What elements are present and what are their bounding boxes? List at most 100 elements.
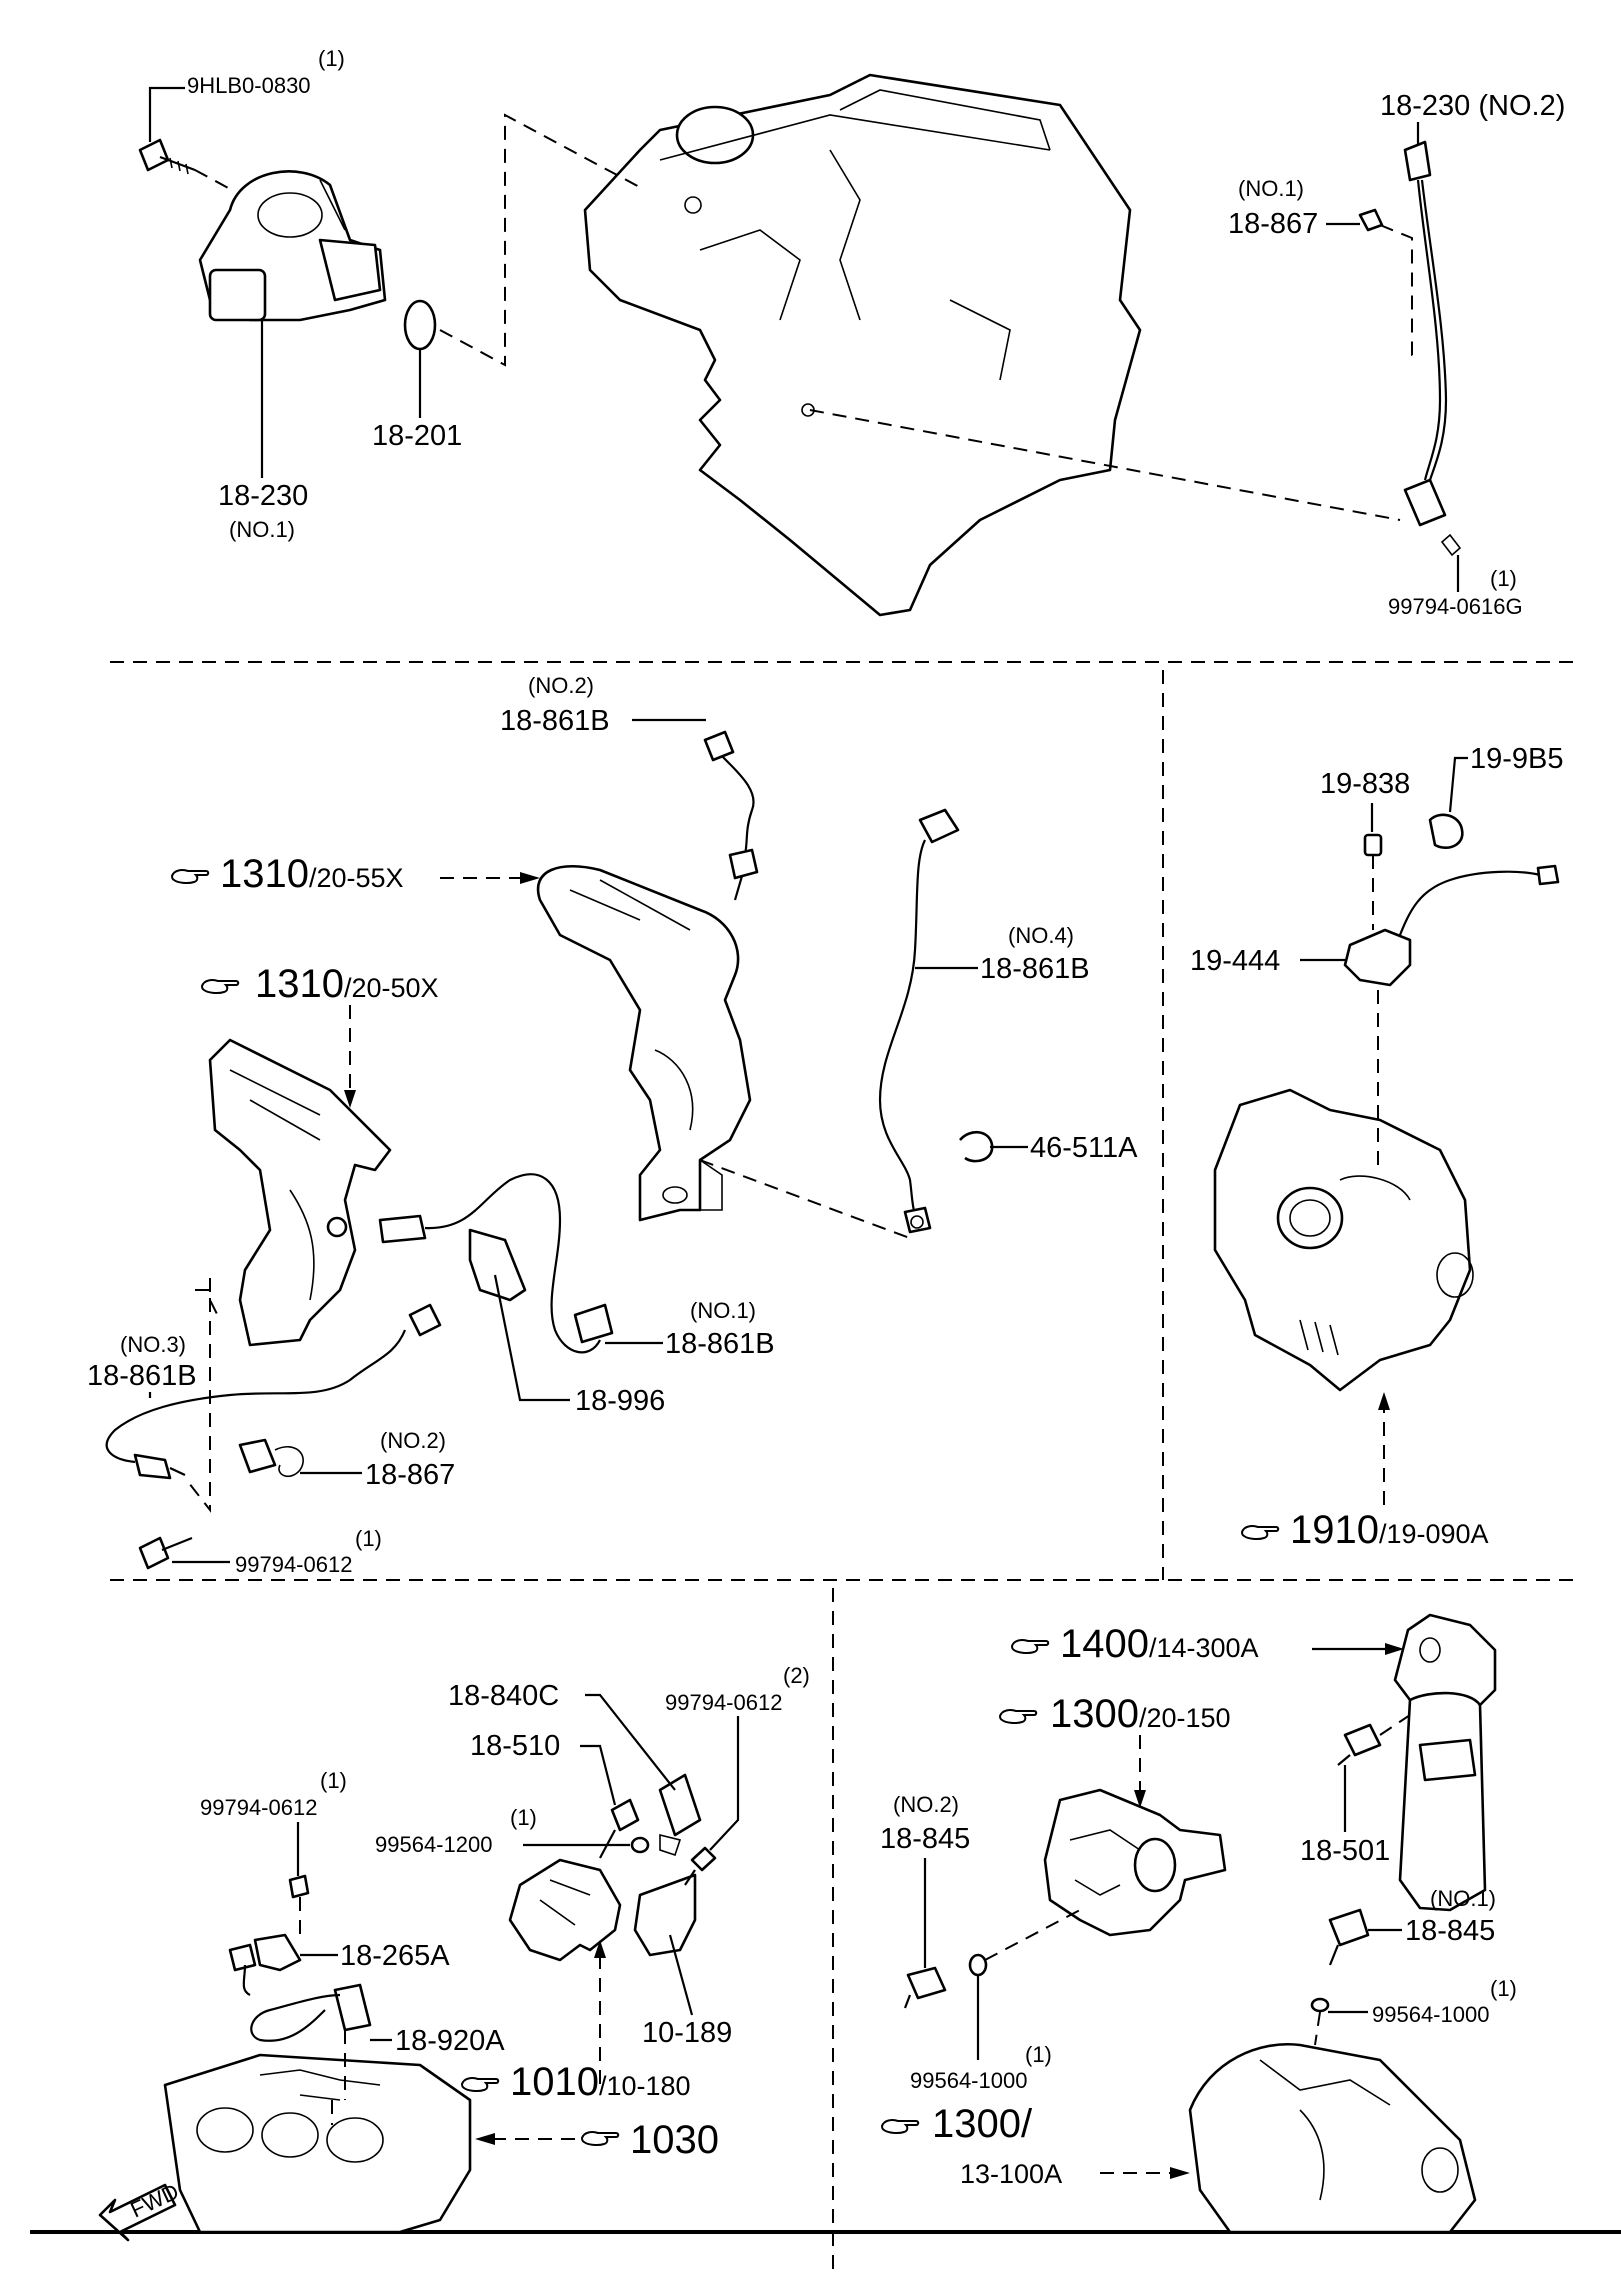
gasket-99564-1200 [630,1836,650,1854]
svg-text:18-861B: 18-861B [980,953,1090,985]
label-ref-1310-20-50x[interactable]: 1310/20-50X [201,962,439,1108]
label-ref-1030[interactable]: 1030 [475,2118,719,2162]
label-19-9b5: 19-9B5 [1448,743,1564,813]
clip-46-511a [959,1131,994,1163]
label-18-861b-no1: (NO.1) 18-861B [605,1298,775,1360]
svg-text:99794-0612: 99794-0612 [200,1795,317,1820]
label-ref-1400-14-300a[interactable]: 1400/14-300A [1011,1622,1404,1666]
svg-text:(1): (1) [355,1526,382,1551]
svg-text:18-996: 18-996 [575,1385,665,1417]
svg-text:18-920A: 18-920A [395,2025,505,2057]
svg-text:18-230: 18-230 [218,480,308,512]
svg-text:18-501: 18-501 [1300,1835,1390,1867]
svg-text:(1): (1) [510,1805,537,1830]
transaxle [1213,1088,1474,1392]
oxygen-sensor-no2 [703,730,759,901]
cylinder-head [163,2053,472,2234]
sensor-18-501 [1337,1714,1411,1766]
svg-text:(NO.4): (NO.4) [1008,923,1074,948]
label-46-511a: 46-511A [990,1132,1138,1164]
label-ref-1010-10-180[interactable]: 1010/10-180 [461,1940,691,2104]
svg-text:18-861B: 18-861B [665,1328,775,1360]
engine-hanger-10-189 [508,1858,697,1962]
label-18-920a: 18-920A [370,2025,505,2057]
water-pump-case [1393,1613,1497,1912]
gasket-99564-1000-right [1310,1997,1330,2013]
label-19-444: 19-444 [1190,945,1345,977]
oxygen-sensor-no1 [378,1173,614,1354]
svg-text:18-230 (NO.2): 18-230 (NO.2) [1380,90,1565,122]
crank-angle-sensor-no2 [1358,140,1462,557]
sensor-18-845-no2 [903,1966,947,2009]
label-10-189: 10-189 [642,1934,732,2049]
section-dividers [30,661,1621,2277]
label-18-861b-no4: (NO.4) 18-861B [915,923,1090,985]
sensor-18-840c [658,1773,702,1857]
svg-text:10-189: 10-189 [642,2017,732,2049]
gasket-99564-1000-left [968,1953,988,1977]
label-ref-1300-13-100a[interactable]: 1300/ 13-100A [881,2102,1190,2189]
svg-text:19-838: 19-838 [1320,768,1410,800]
bolt-99794-0612-mid [138,1536,193,1570]
sensor-18-920a [250,1983,372,2042]
svg-text:(NO.2): (NO.2) [528,673,594,698]
label-18-201: 18-201 [372,350,462,452]
svg-text:99564-1000: 99564-1000 [1372,2002,1489,2027]
svg-text:18-840C: 18-840C [448,1680,559,1712]
svg-text:(1): (1) [1490,566,1517,591]
label-18-845-no1: (NO.1) 18-845 [1368,1886,1496,1947]
label-99564-1000-right: (1) 99564-1000 [1328,1976,1517,2027]
svg-text:46-511A: 46-511A [1030,1132,1138,1164]
label-18-996: 18-996 [493,1274,665,1417]
label-18-501: 18-501 [1300,1765,1390,1867]
label-19-838: 19-838 [1320,768,1410,832]
sensor-18-867-no2 [238,1438,304,1478]
svg-text:1300/: 1300/ [932,2102,1033,2146]
svg-text:1310/20-50X: 1310/20-50X [255,962,439,1006]
label-ref-1910-19-090a[interactable]: 1910/19-090A [1241,1392,1489,1552]
svg-text:1910/19-090A: 1910/19-090A [1290,1508,1489,1552]
label-18-861b-no3: (NO.3) 18-861B [87,1332,197,1398]
bolt-9hlb0-0830 [138,138,196,175]
sensor-18-510 [599,1798,640,1859]
svg-text:18-845: 18-845 [1405,1915,1495,1947]
label-18-845-no2: (NO.2) 18-845 [880,1792,970,1968]
svg-text:1010/10-180: 1010/10-180 [510,2060,691,2104]
svg-text:19-444: 19-444 [1190,945,1280,977]
bolt-99794-0612-c [288,1874,310,1935]
svg-text:(NO.3): (NO.3) [120,1332,186,1357]
svg-text:(NO.1): (NO.1) [690,1298,756,1323]
svg-text:18-510: 18-510 [470,1730,560,1762]
label-18-840c: 18-840C [448,1680,676,1791]
o-ring-18-201 [403,299,437,351]
svg-text:(1): (1) [318,46,345,71]
label-18-230-no2: 18-230 (NO.2) [1380,90,1565,145]
label-99794-0612-c: (1) 99794-0612 [200,1768,347,1876]
label-18-265a: 18-265A [300,1940,450,1972]
svg-text:99794-0616G: 99794-0616G [1388,594,1523,619]
label-18-230-no1: 18-230 (NO.1) [218,318,308,542]
svg-text:(NO.2): (NO.2) [380,1428,446,1453]
label-18-867-no2: (NO.2) 18-867 [300,1428,455,1491]
label-ref-1300-20-150[interactable]: 1300/20-150 [999,1692,1231,1808]
svg-text:(1): (1) [320,1768,347,1793]
label-99564-1000-left: (1) 99564-1000 [910,1975,1052,2093]
svg-text:(1): (1) [1490,1976,1517,2001]
bracket-18-996 [468,1228,527,1302]
svg-text:99564-1200: 99564-1200 [375,1832,492,1857]
label-99564-1200: (1) 99564-1200 [375,1805,630,1857]
svg-text:(NO.2): (NO.2) [893,1792,959,1817]
svg-text:18-845: 18-845 [880,1823,970,1855]
exhaust-manifold-rear [208,1038,392,1347]
svg-text:1400/14-300A: 1400/14-300A [1060,1622,1259,1666]
svg-text:99794-0612: 99794-0612 [665,1690,782,1715]
label-18-510: 18-510 [470,1730,617,1806]
clip-19-9b5 [1428,813,1464,850]
label-99794-0612-b: (2) 99794-0612 [665,1663,810,1851]
bolt-99794-0612-b [684,1846,717,1886]
label-18-867-no1: (NO.1) 18-867 [1228,176,1360,240]
label-ref-1310-20-55x[interactable]: 1310/20-55X [171,852,540,896]
svg-text:9HLB0-0830: 9HLB0-0830 [187,73,311,98]
label-9hlb0-0830: (1) 9HLB0-0830 [148,46,345,142]
